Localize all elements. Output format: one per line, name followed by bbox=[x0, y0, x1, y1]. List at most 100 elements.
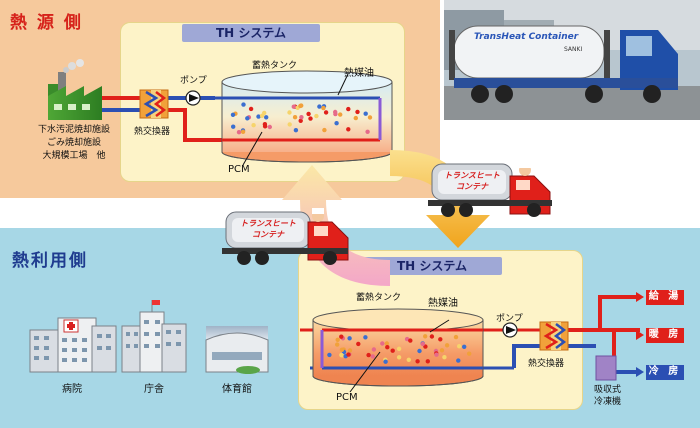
pcm-capsule bbox=[298, 118, 303, 124]
pcm-capsule bbox=[396, 355, 402, 360]
pcm-capsule bbox=[241, 102, 246, 107]
pcm-capsule bbox=[256, 114, 261, 119]
pcm-capsule bbox=[317, 104, 322, 109]
pcm-capsule bbox=[335, 342, 340, 347]
pcm-capsule bbox=[262, 124, 268, 129]
pcm-capsule bbox=[339, 347, 345, 352]
top-oil-label: 熱媒油 bbox=[344, 68, 374, 79]
pcm-capsule bbox=[347, 336, 352, 341]
photo-container-text: TransHeat Container bbox=[474, 32, 579, 42]
pcm-capsule bbox=[248, 106, 254, 112]
container-text-line: トランスヒート bbox=[240, 219, 296, 228]
chiller-label-line: 冷凍機 bbox=[594, 397, 622, 407]
pcm-capsule bbox=[346, 106, 351, 112]
pcm-capsule bbox=[366, 352, 371, 358]
pcm-capsule bbox=[333, 111, 338, 117]
pcm-capsule bbox=[390, 348, 395, 353]
pcm-capsule bbox=[334, 121, 339, 126]
pcm-capsule bbox=[444, 343, 450, 348]
pcm-capsule bbox=[293, 128, 299, 133]
pcm-capsule bbox=[356, 341, 361, 347]
pcm-capsule bbox=[456, 358, 461, 363]
source-item: 大規模工場 他 bbox=[42, 151, 106, 161]
pcm-capsule bbox=[287, 110, 292, 115]
pcm-capsule bbox=[384, 341, 389, 346]
government-building-icon bbox=[121, 300, 187, 373]
pcm-capsule bbox=[346, 127, 351, 132]
pcm-capsule bbox=[420, 341, 425, 347]
heat-use-title: 熱利用側 bbox=[12, 251, 88, 271]
truck-container-text-use: トランスヒート コンテナ bbox=[440, 170, 504, 192]
pcm-capsule bbox=[408, 338, 413, 343]
top-pcm-label: PCM bbox=[228, 164, 250, 175]
bottom-pump-icon bbox=[502, 322, 518, 338]
pcm-capsule bbox=[322, 127, 327, 133]
pcm-capsule bbox=[417, 348, 422, 354]
facility-government-label: 庁舎 bbox=[144, 384, 164, 395]
pcm-capsule bbox=[298, 103, 303, 109]
pcm-capsule bbox=[339, 352, 344, 358]
transport-arrow-to-source bbox=[282, 165, 390, 286]
bottom-pump-label: ポンプ bbox=[496, 314, 523, 324]
pcm-capsule bbox=[346, 352, 351, 357]
source-item: 下水汚泥焼却施設 bbox=[38, 125, 111, 135]
pcm-capsule bbox=[370, 354, 375, 359]
pcm-capsule bbox=[367, 115, 373, 120]
pcm-capsule bbox=[292, 115, 298, 120]
bottom-exchanger-label: 熱交換器 bbox=[528, 359, 565, 369]
pcm-capsule bbox=[423, 334, 428, 339]
pcm-capsule bbox=[383, 359, 388, 364]
pcm-capsule bbox=[442, 355, 447, 360]
output-hot-water: 給 湯 bbox=[646, 290, 684, 305]
pcm-capsule bbox=[353, 115, 358, 121]
top-tank-icon bbox=[215, 70, 393, 163]
gymnasium-icon bbox=[205, 326, 269, 374]
bottom-pcm-leader bbox=[349, 351, 381, 393]
pcm-capsule bbox=[425, 359, 430, 364]
pcm-capsule bbox=[415, 359, 420, 364]
source-item: ごみ焼却施設 bbox=[47, 138, 102, 148]
pcm-capsule bbox=[457, 344, 462, 349]
transport-arrow-to-use bbox=[390, 150, 490, 248]
pcm-capsule bbox=[462, 344, 467, 349]
truck-icon-to-source bbox=[222, 208, 349, 265]
output-cooling: 冷 房 bbox=[646, 365, 684, 380]
output-heating: 暖 房 bbox=[646, 328, 684, 343]
pcm-capsule bbox=[355, 109, 360, 115]
pcm-capsule bbox=[262, 110, 267, 116]
pcm-capsule bbox=[323, 110, 329, 115]
bottom-pcm-capsules bbox=[327, 334, 472, 364]
pcm-capsule bbox=[338, 112, 343, 117]
bottom-tank-label: 蓄熱タンク bbox=[356, 293, 402, 303]
pcm-capsule bbox=[251, 123, 256, 128]
pcm-capsule bbox=[308, 116, 313, 121]
pcm-capsule bbox=[230, 112, 236, 118]
pcm-capsule bbox=[396, 346, 402, 351]
facility-hospital-label: 病院 bbox=[62, 384, 82, 395]
pcm-capsule bbox=[321, 105, 326, 111]
pcm-capsule bbox=[287, 122, 292, 127]
pcm-capsule bbox=[245, 116, 250, 121]
chiller-label-line: 吸収式 bbox=[594, 385, 622, 395]
pcm-capsule bbox=[434, 352, 439, 357]
pcm-capsule bbox=[267, 124, 272, 130]
top-exchanger-label: 熱交換器 bbox=[134, 127, 171, 137]
pcm-capsule bbox=[240, 129, 246, 134]
pcm-capsule bbox=[363, 111, 368, 116]
top-system-title: TH システム bbox=[182, 24, 320, 42]
pcm-capsule bbox=[406, 357, 411, 362]
pcm-capsule bbox=[236, 130, 242, 135]
bottom-heat-exchanger-icon bbox=[539, 321, 569, 351]
truck-icon-to-use bbox=[428, 162, 552, 217]
bottom-system-title: TH システム bbox=[362, 257, 502, 275]
pcm-capsule bbox=[467, 351, 472, 356]
container-text-line: コンテナ bbox=[456, 182, 488, 191]
heat-source-list: 下水汚泥焼却施設 ごみ焼却施設 大規模工場 他 bbox=[38, 124, 110, 163]
container-text-line: コンテナ bbox=[252, 230, 284, 239]
pcm-capsule bbox=[385, 345, 390, 350]
pcm-capsule bbox=[299, 115, 304, 120]
pcm-capsule bbox=[291, 104, 296, 109]
hospital-icon bbox=[29, 317, 117, 373]
pcm-capsule bbox=[314, 113, 319, 119]
